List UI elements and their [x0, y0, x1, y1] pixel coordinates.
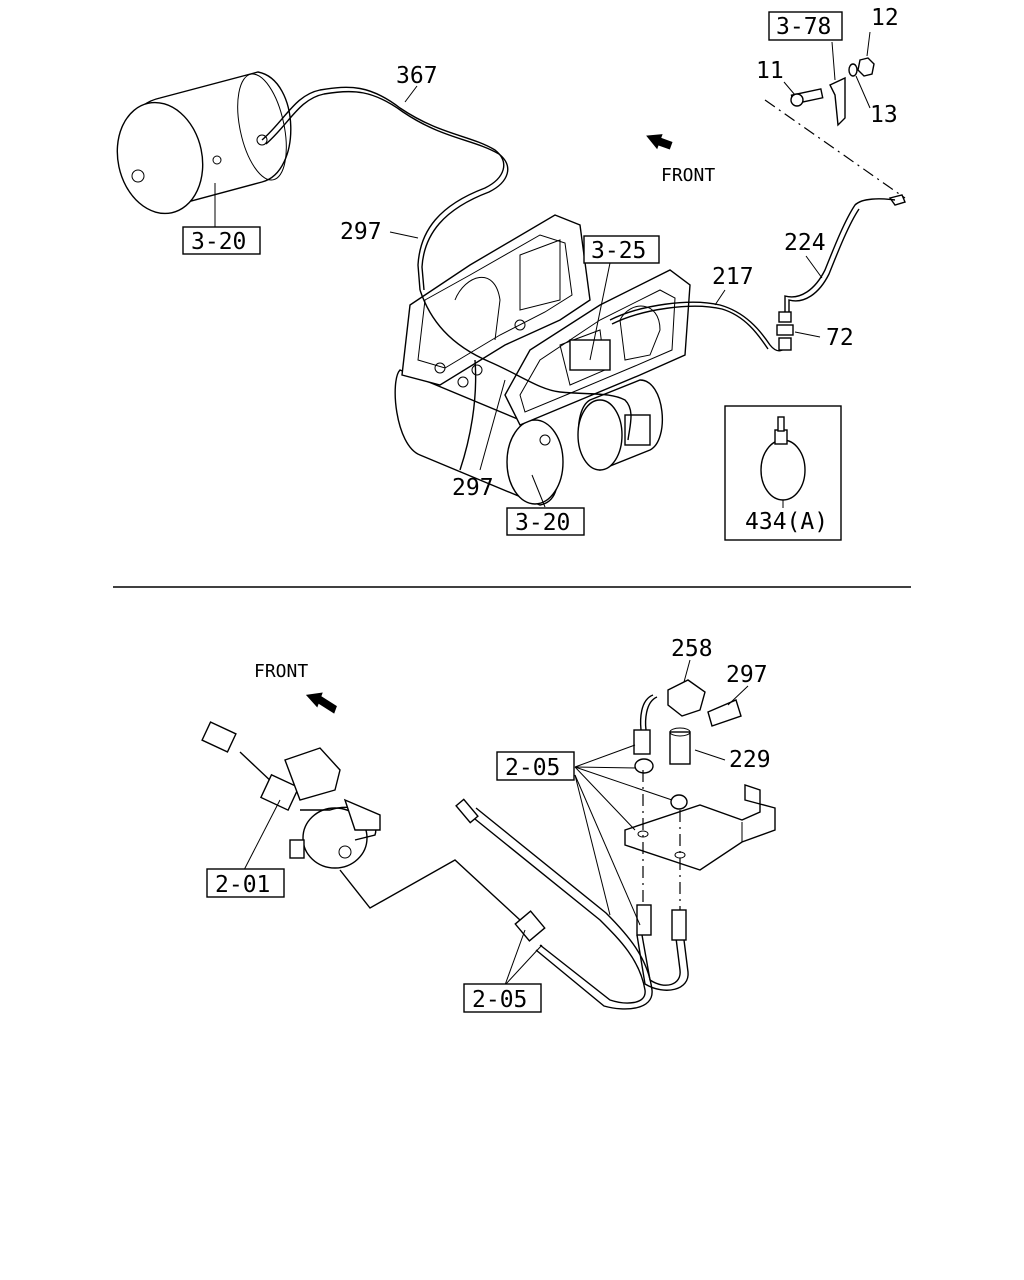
- callout-367: 367: [396, 63, 438, 89]
- hose-right: [641, 929, 681, 986]
- leader-dash-3-78: [764, 99, 906, 199]
- ref-3-78: 3-78: [776, 14, 831, 40]
- valve-2-01: [201, 721, 381, 869]
- ref-box-2-01: [206, 868, 285, 898]
- ref-box-3-20-bottom: [506, 507, 585, 536]
- callout-13: 13: [870, 102, 898, 128]
- pipe-224: [784, 198, 896, 312]
- inset-clamp-434a: 434(A): [724, 405, 842, 541]
- tube-297: [707, 699, 742, 727]
- ref-box-2-05-upper: [496, 751, 575, 781]
- ref-box-3-78: [768, 11, 843, 41]
- top-section: FRONT 367 297 297 217 224 72 11 12 13: [116, 5, 906, 541]
- callout-297-upper: 297: [340, 219, 382, 245]
- ref-3-25: 3-25: [591, 238, 646, 264]
- fittings: [455, 727, 691, 942]
- pipe-297: [419, 289, 632, 441]
- callout-217: 217: [712, 264, 754, 290]
- leader-lines-top: [214, 31, 871, 508]
- ref-box-2-05-lower: [463, 983, 542, 1013]
- callout-11: 11: [756, 58, 784, 84]
- callout-297-lower: 297: [452, 475, 494, 501]
- ref-3-20-bottom: 3-20: [515, 510, 570, 536]
- callout-72: 72: [826, 325, 854, 351]
- bracket-hardware: [790, 57, 906, 206]
- ref-3-20-left: 3-20: [191, 229, 246, 255]
- inset-label-434a: 434(A): [745, 509, 828, 535]
- elbow-258: [639, 679, 706, 731]
- connector-72: [776, 311, 794, 351]
- pipe-367: [261, 86, 505, 291]
- front-arrow-top: FRONT: [646, 134, 715, 186]
- bottom-section: FRONT: [201, 636, 776, 1013]
- callout-224: 224: [784, 230, 826, 256]
- leader-lines-bottom: [243, 659, 749, 986]
- callout-229: 229: [729, 747, 771, 773]
- ref-2-01: 2-01: [215, 872, 270, 898]
- ref-2-05-lower: 2-05: [472, 987, 527, 1013]
- air-tank-left: [116, 71, 292, 215]
- callout-297-bottom: 297: [726, 662, 768, 688]
- ref-2-05-upper: 2-05: [505, 755, 560, 781]
- ref-box-3-20-left: [182, 226, 261, 255]
- pipe-valve-to-fitting: [339, 859, 521, 921]
- front-arrow-bottom: FRONT: [254, 661, 337, 714]
- front-label-bottom: FRONT: [254, 661, 308, 682]
- callout-12: 12: [871, 5, 899, 31]
- callout-258: 258: [671, 636, 713, 662]
- hose-left: [469, 814, 646, 1004]
- front-label-top: FRONT: [661, 165, 715, 186]
- mounting-bracket: [624, 784, 776, 871]
- ref-box-3-25: [583, 235, 660, 264]
